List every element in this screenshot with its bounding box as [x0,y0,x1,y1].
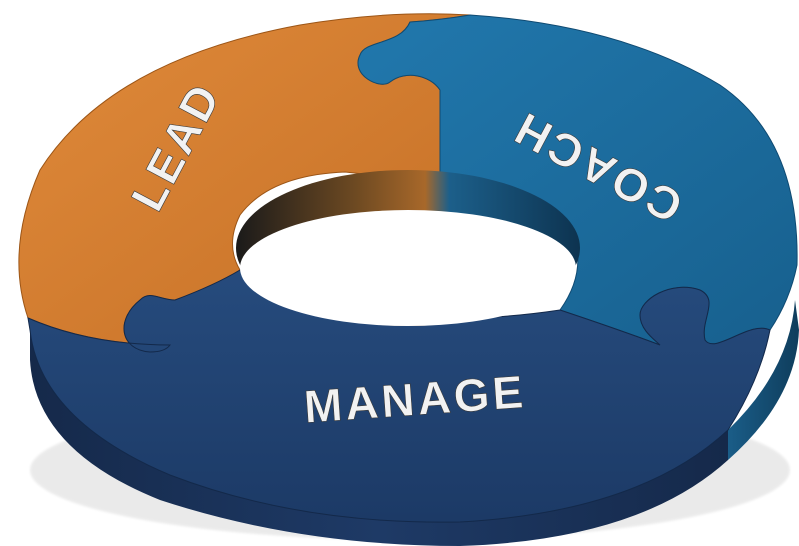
ring-hole-opening [240,210,576,326]
segment-manage [27,269,771,523]
ring-side-wall-manage [30,330,728,546]
ring-side-wall-coach [728,300,799,460]
